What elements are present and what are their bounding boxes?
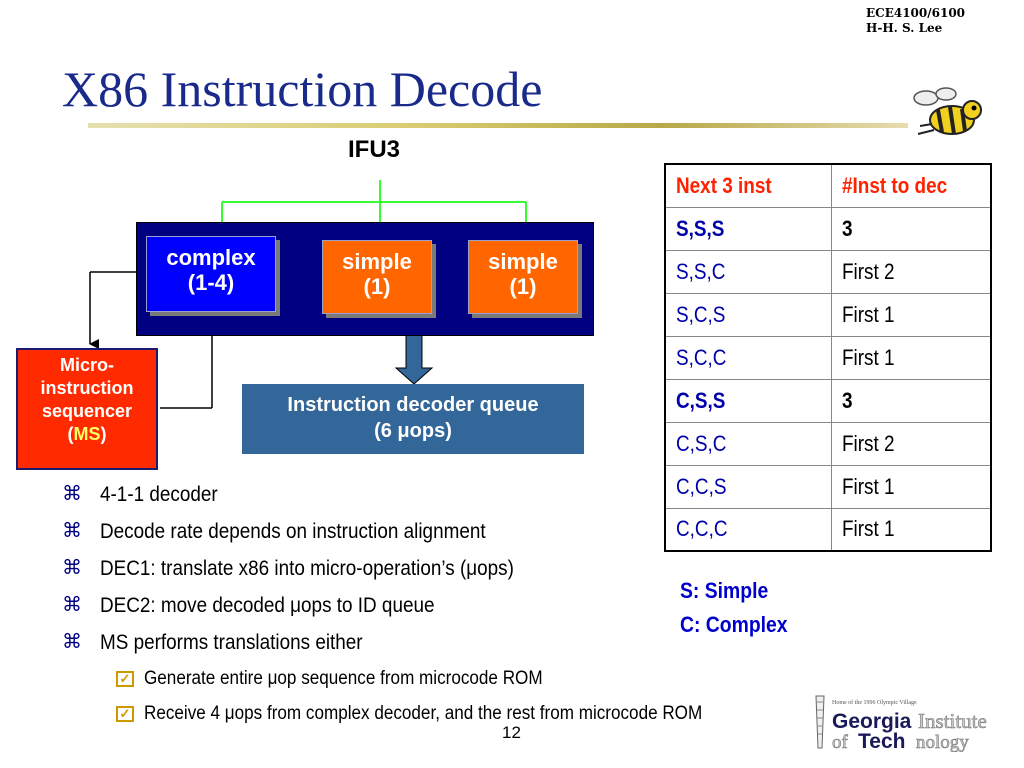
- sub-list-item: ✓Generate entire μop sequence from micro…: [62, 661, 764, 696]
- yellowjacket-mascot-icon: [913, 87, 982, 135]
- georgia-tech-logo: Home of the 1996 Olympic Village Georgia…: [815, 695, 987, 752]
- table-header-cell: Next 3 inst: [664, 163, 832, 208]
- table-row: S,C,S First 1: [664, 292, 992, 337]
- table-cell-inst: C,S,S: [664, 378, 832, 423]
- instruction-decoder-queue: Instruction decoder queue (6 μops): [242, 384, 584, 454]
- title-rule: [88, 123, 908, 128]
- author-name: H-H. S. Lee: [866, 21, 943, 35]
- table-cell-count: First 1: [830, 464, 992, 509]
- command-bullet-icon: ⌘: [62, 631, 82, 653]
- list-item: ⌘4-1-1 decoder: [62, 476, 764, 513]
- ms-line-2: instruction: [40, 378, 134, 398]
- logo-nology: nology: [916, 732, 969, 752]
- ms-line-3: sequencer: [41, 401, 133, 421]
- ms-close-paren: ): [100, 424, 107, 444]
- complex-decoder-label: complex: [166, 245, 256, 270]
- table-cell-inst: S,S,C: [664, 249, 832, 294]
- logo-tagline: Home of the 1996 Olympic Village: [832, 699, 917, 706]
- table-row: C,C,C First 1: [664, 507, 992, 552]
- table-row: S,S,S 3: [664, 206, 992, 251]
- table-cell-inst: S,C,C: [664, 335, 832, 380]
- checkbox-bullet-icon: ✓: [116, 671, 134, 687]
- command-bullet-icon: ⌘: [62, 483, 82, 505]
- decode-rate-table: Next 3 inst #Inst to dec S,S,S 3 S,S,C F…: [664, 163, 992, 552]
- legend-simple: S: Simple: [680, 578, 769, 603]
- simple-decoder-2: simple (1): [468, 240, 578, 314]
- command-bullet-icon: ⌘: [62, 520, 82, 542]
- sub-list-item: ✓Receive 4 μops from complex decoder, an…: [62, 696, 764, 731]
- table-row: C,S,S 3: [664, 378, 992, 423]
- simple-decoder-2-count: (1): [509, 274, 537, 299]
- table-cell-count: First 1: [830, 335, 992, 380]
- table-cell-inst: S,S,S: [664, 206, 832, 251]
- table-cell-count: First 1: [830, 292, 992, 337]
- legend-complex: C: Complex: [680, 612, 788, 637]
- course-label: ECE4100/6100 H-H. S. Lee: [866, 6, 965, 36]
- logo-torch-icon: [815, 695, 825, 749]
- logo-tech: Tech: [858, 730, 905, 752]
- table-cell-inst: S,C,S: [664, 292, 832, 337]
- list-item: ⌘MS performs translations either: [62, 624, 764, 661]
- micro-instruction-sequencer: Micro- instruction sequencer (MS): [16, 348, 158, 470]
- queue-label: Instruction decoder queue: [287, 394, 539, 416]
- ms-abbreviation: MS: [73, 424, 101, 444]
- simple-decoder-2-label: simple: [488, 249, 558, 274]
- ms-line-4: (MS): [18, 423, 156, 446]
- table-header-cell: #Inst to dec: [830, 163, 992, 208]
- table-cell-inst: C,S,C: [664, 421, 832, 466]
- logo-georgia: Georgia: [832, 710, 912, 733]
- simple-decoder-1-label: simple: [342, 249, 412, 274]
- command-bullet-icon: ⌘: [62, 594, 82, 616]
- ms-open-paren: (: [67, 424, 74, 444]
- slide-title: X86 Instruction Decode: [62, 61, 543, 117]
- table-cell-count: First 1: [830, 507, 992, 552]
- logo-of: of: [832, 732, 849, 752]
- queue-capacity: (6 μops): [374, 420, 452, 442]
- table-legend: S: Simple C: Complex: [680, 574, 802, 642]
- complex-decoder: complex (1-4): [146, 236, 276, 312]
- command-bullet-icon: ⌘: [62, 557, 82, 579]
- ms-line-1: Micro-: [60, 355, 114, 375]
- table-row: C,S,C First 2: [664, 421, 992, 466]
- list-item: ⌘Decode rate depends on instruction alig…: [62, 513, 764, 550]
- complex-decoder-range: (1-4): [187, 270, 235, 295]
- table-cell-count: First 2: [830, 421, 992, 466]
- checkbox-bullet-icon: ✓: [116, 706, 134, 722]
- ifu-label: IFU3: [348, 136, 401, 163]
- simple-decoder-1-count: (1): [363, 274, 391, 299]
- bullet-list: ⌘4-1-1 decoder ⌘Decode rate depends on i…: [62, 476, 764, 731]
- course-code: ECE4100/6100: [866, 6, 966, 20]
- table-header-row: Next 3 inst #Inst to dec: [664, 163, 992, 208]
- table-row: S,S,C First 2: [664, 249, 992, 294]
- logo-institute: Institute: [918, 709, 987, 733]
- list-item: ⌘DEC2: move decoded μops to ID queue: [62, 587, 764, 624]
- table-row: S,C,C First 1: [664, 335, 992, 380]
- simple-decoder-1: simple (1): [322, 240, 432, 314]
- table-cell-count: First 2: [830, 249, 992, 294]
- queue-arrow: [394, 331, 434, 385]
- table-cell-count: 3: [830, 378, 992, 423]
- page-number: 12: [502, 723, 521, 742]
- table-cell-inst: C,C,C: [664, 507, 832, 552]
- table-cell-count: 3: [830, 206, 992, 251]
- list-item: ⌘DEC1: translate x86 into micro-operatio…: [62, 550, 764, 587]
